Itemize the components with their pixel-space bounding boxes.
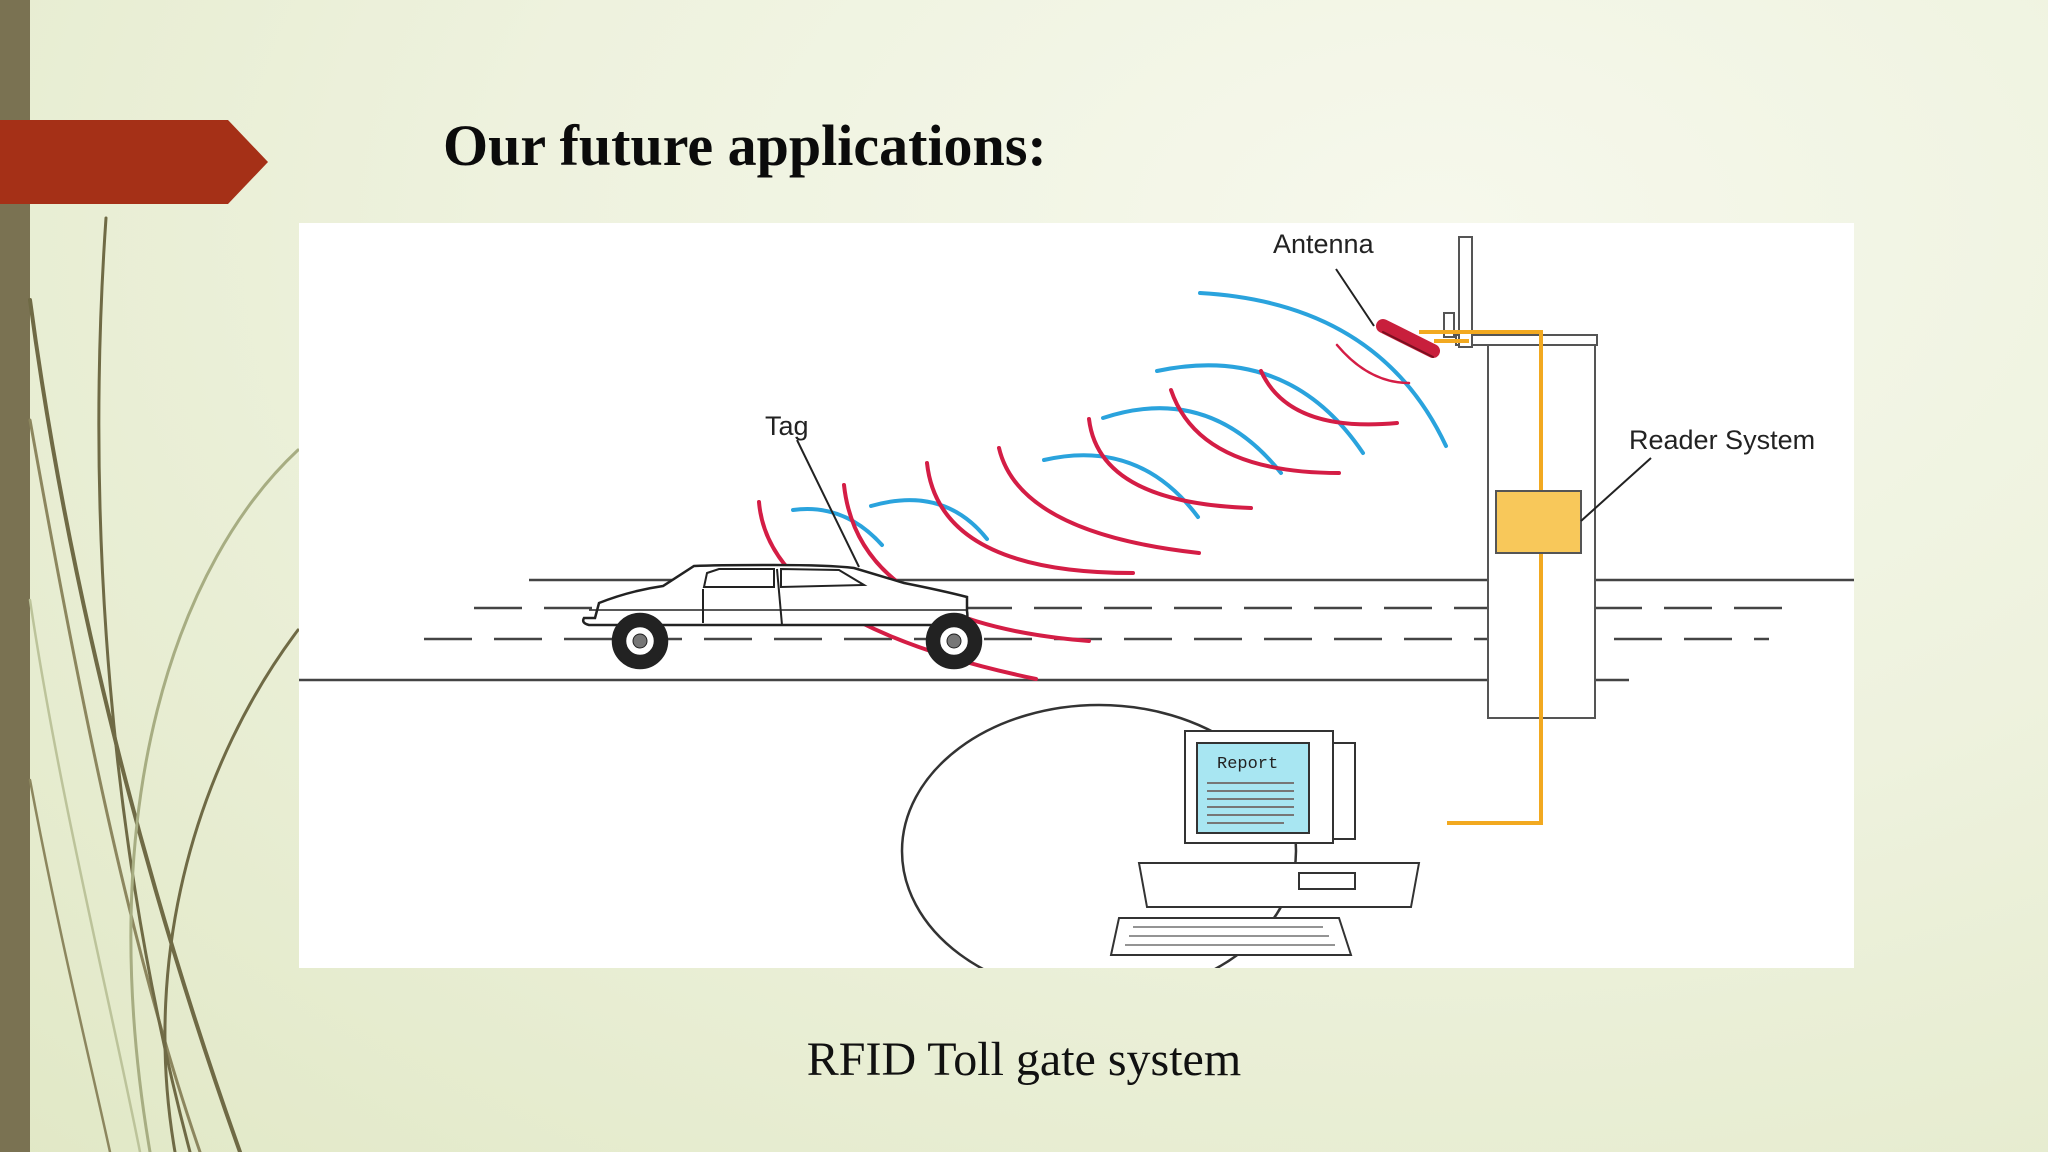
antenna-label: Antenna (1273, 229, 1375, 259)
cable (1419, 330, 1543, 825)
road (299, 578, 1854, 682)
slide-title: Our future applications: (443, 113, 1047, 178)
reader-pillar (1443, 236, 1598, 719)
decorative-curves (28, 216, 300, 1152)
tag-label: Tag (765, 411, 809, 441)
report-screen-label: Report (1217, 755, 1278, 774)
antenna-icon (1376, 319, 1440, 358)
rfid-toll-diagram: Tag Antenna Reader System (299, 223, 1854, 968)
diagram-caption: RFID Toll gate system (806, 1033, 1242, 1086)
car-icon (581, 563, 983, 670)
computer-icon (1109, 730, 1421, 956)
reader-box-icon (1495, 490, 1582, 554)
title-accent-arrow (0, 120, 268, 204)
leader-lines (796, 268, 1652, 568)
reader-system-label: Reader System (1629, 425, 1815, 455)
